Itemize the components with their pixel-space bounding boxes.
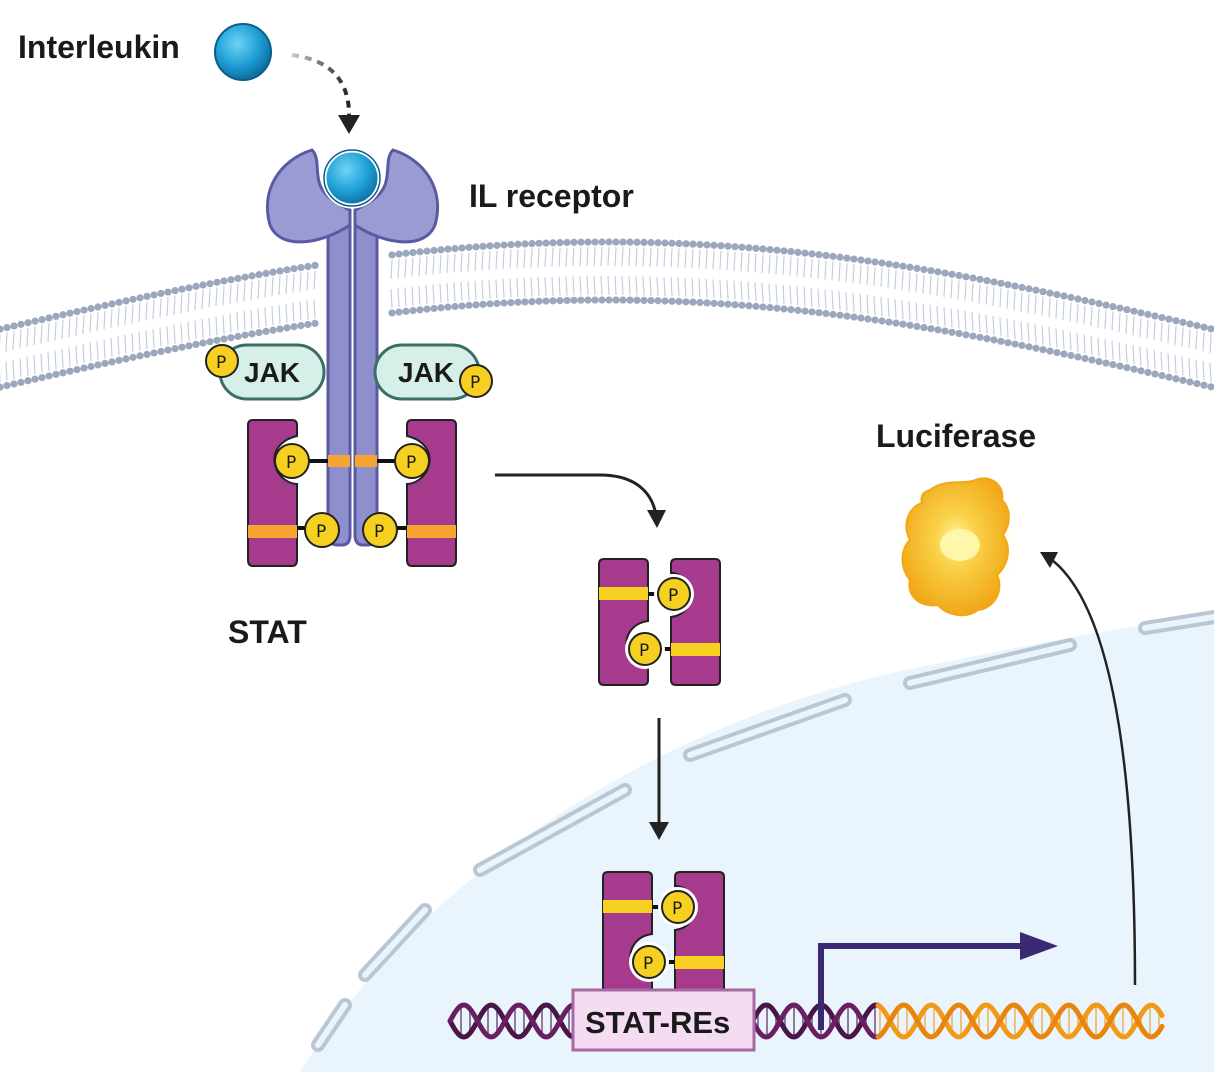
stat-res-label: STAT-REs bbox=[585, 1005, 730, 1040]
cell-membrane bbox=[0, 238, 1214, 391]
jak-right: JAK P bbox=[373, 343, 493, 401]
jak-left: JAK P bbox=[205, 343, 326, 401]
svg-text:P: P bbox=[216, 353, 226, 373]
luciferase-protein bbox=[896, 477, 1020, 617]
nucleus bbox=[300, 615, 1214, 1072]
svg-text:P: P bbox=[672, 899, 682, 919]
binding-arrow bbox=[291, 53, 352, 119]
svg-text:P: P bbox=[639, 641, 649, 661]
expression-arrow bbox=[1051, 559, 1137, 986]
promoter-arrow bbox=[818, 943, 1025, 1030]
svg-text:P: P bbox=[406, 453, 416, 473]
svg-text:P: P bbox=[316, 522, 326, 542]
jak-right-label: JAK bbox=[398, 357, 454, 388]
luciferase-label: Luciferase bbox=[876, 418, 1036, 454]
stat-receptor-bound: P P P P bbox=[247, 419, 457, 567]
svg-text:P: P bbox=[374, 522, 384, 542]
il-receptor-label: IL receptor bbox=[469, 178, 634, 214]
interleukin-ligand bbox=[214, 23, 272, 81]
svg-text:P: P bbox=[470, 373, 480, 393]
stat-res-box bbox=[571, 988, 756, 1052]
interleukin-label: Interleukin bbox=[18, 29, 180, 65]
svg-text:P: P bbox=[643, 954, 653, 974]
translocation-arrow-1 bbox=[495, 473, 658, 516]
svg-text:P: P bbox=[286, 453, 296, 473]
svg-text:P: P bbox=[668, 586, 678, 606]
stat-dimer-cytoplasm: PP bbox=[598, 558, 721, 686]
stat-label: STAT bbox=[228, 614, 307, 650]
stat-dimer-nucleus: PP bbox=[602, 871, 725, 999]
jak-left-label: JAK bbox=[244, 357, 300, 388]
